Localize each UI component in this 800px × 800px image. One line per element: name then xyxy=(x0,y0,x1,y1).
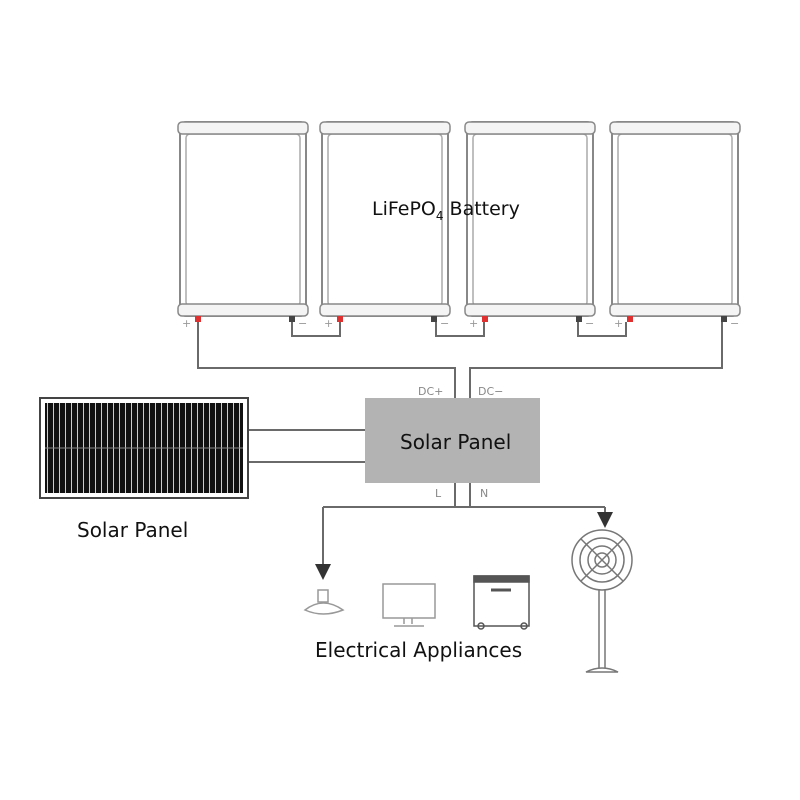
plus-sign: + xyxy=(182,317,191,330)
minus-sign: − xyxy=(440,317,449,330)
battery-unit: +− xyxy=(609,121,741,330)
dc-minus-label: DC− xyxy=(478,385,504,398)
positive-terminal xyxy=(337,316,343,322)
jumper-wire-3 xyxy=(577,322,627,337)
inverter-box xyxy=(365,398,540,483)
inverter-label: Solar Panel xyxy=(400,430,512,454)
dc-plus-wire xyxy=(197,322,456,398)
ac-wires xyxy=(454,483,471,507)
l-label: L xyxy=(435,487,442,500)
minus-sign: − xyxy=(585,317,594,330)
battery-label-sub: 4 xyxy=(435,208,444,223)
negative-terminal xyxy=(289,316,295,322)
solar-panel-graphic xyxy=(39,397,249,499)
negative-terminal xyxy=(576,316,582,322)
battery-label: LiFePO4 Battery xyxy=(372,198,520,223)
negative-terminal xyxy=(721,316,727,322)
battery-bank: +−+−+−+− xyxy=(177,121,741,330)
negative-terminal xyxy=(431,316,437,322)
plus-sign: + xyxy=(614,317,623,330)
battery-label-rest: Battery xyxy=(443,198,520,220)
positive-terminal xyxy=(627,316,633,322)
solar-panel-label: Solar Panel xyxy=(77,518,189,542)
battery-unit: +− xyxy=(319,121,451,330)
plus-sign: + xyxy=(469,317,478,330)
ceiling-lamp-icon xyxy=(303,589,345,615)
appliance-icons xyxy=(303,529,633,673)
plus-sign: + xyxy=(324,317,333,330)
dc-minus-wire xyxy=(469,322,723,398)
battery-label-main: LiFePO xyxy=(372,198,436,220)
power-station-icon xyxy=(473,575,530,630)
n-label: N xyxy=(480,487,489,500)
monitor-icon xyxy=(382,583,436,627)
positive-terminal xyxy=(195,316,201,322)
standing-fan-icon xyxy=(571,529,633,673)
dc-plus-label: DC+ xyxy=(418,385,444,398)
jumper-wire-2 xyxy=(435,322,485,337)
jumper-wire-1 xyxy=(291,322,341,337)
minus-sign: − xyxy=(730,317,739,330)
battery-unit: +− xyxy=(177,121,309,330)
wiring xyxy=(197,322,723,580)
minus-sign: − xyxy=(298,317,307,330)
appliances-label: Electrical Appliances xyxy=(315,638,523,662)
battery-unit: +− xyxy=(464,121,596,330)
positive-terminal xyxy=(482,316,488,322)
